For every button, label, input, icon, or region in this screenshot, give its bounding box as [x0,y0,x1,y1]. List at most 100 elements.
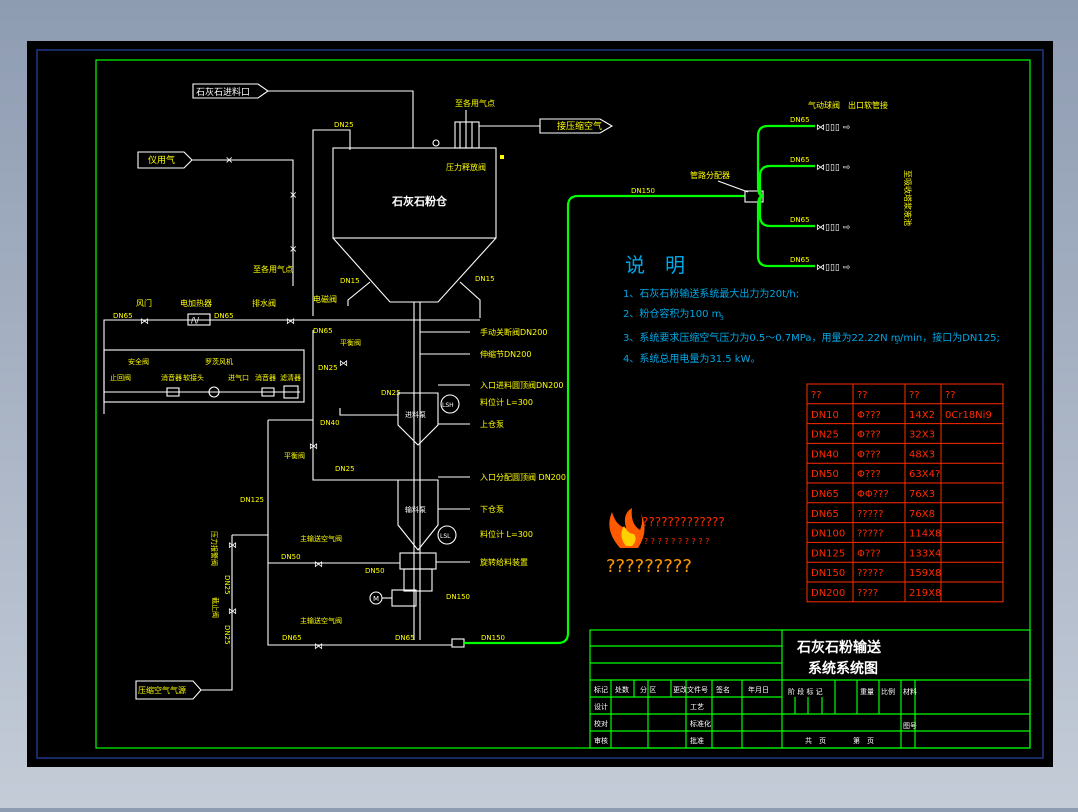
table-cell: 133X4 [909,548,941,559]
table-cell: DN100 [811,529,845,540]
svg-text:⋈: ⋈ [314,642,323,652]
lower-tank [397,479,439,551]
expansion-joint-label: 伸缩节DN200 [480,349,531,359]
tb-label: 分 区 [640,685,656,694]
stop-valve-label: 截止阀 [211,597,220,618]
table-cell: 48X3 [909,449,935,460]
upper-tank-inner-label: 进料泵 [405,410,426,419]
pressure-alarm-label: 压力报警阀 [210,531,219,566]
to-absorber-label: 至吸收塔浆液池 [903,170,913,226]
note-sup: 3 [720,315,724,322]
table-header-cell: ?? [909,390,920,401]
pipe-label: DN15 [475,275,495,283]
svg-text:⋈: ⋈ [228,607,237,617]
table-cell: ???? [857,588,878,599]
air-for-use-tag [137,151,193,169]
table-cell: 63X4? [909,469,940,480]
pipe-label: DN65 [790,156,810,164]
tb-label: 校对 [594,719,608,728]
table-cell: DN65 [811,509,839,520]
lower-tank-label: 下仓泵 [480,504,504,514]
roots-blower-label: 罗茨风机 [205,357,233,366]
drawing-border [95,59,1031,749]
manual-valve-label: 手动关断阀DN200 [480,327,547,337]
branch-valves: ⋈▯▯▯ ⇨ ⋈▯▯▯ ⇨ ⋈▯▯▯ ⇨ ⋈▯▯▯ ⇨ [816,123,851,273]
drawing-title-line1: 石灰石粉输送 [796,639,882,656]
table-cell: 76X8 [909,509,935,520]
pipe-label: DN40 [320,419,340,427]
table-cell: 0Cr18Ni9 [945,410,992,421]
lsh-text: LSH [442,402,454,409]
svg-text:×: × [289,244,297,255]
pipe-label: DN65 [113,312,133,320]
balance-valve-label: 平衡阀 [340,338,361,347]
pipe-label: DN25 [334,121,354,129]
note-item: 4、系统总用电量为31.5 kW。 [623,352,761,365]
elec-valve-label: 电磁阀 [313,294,337,304]
check-valve-label: 止回阀 [110,373,131,382]
tb-label: 标记 [594,685,608,694]
silencer-label: 消音器 [161,373,182,382]
pipe-label: DN65 [214,312,234,320]
air-for-use-label: 仪用气 [148,154,175,166]
pipe-label: DN65 [790,216,810,224]
table-cell: ????? [857,529,884,540]
upper-tank-label: 上仓泵 [480,419,504,429]
company-logo [609,508,645,548]
table-cell: Φ??? [857,469,881,480]
tb-label: 工艺 [690,703,704,711]
muffler-label: 消音器 [255,373,276,382]
safety-valve-label: 安全阀 [128,357,149,366]
silo-body [332,147,497,239]
tb-label: 更改文件号 [673,685,708,694]
pipe-label: DN150 [481,634,505,642]
svg-text:⋈: ⋈ [286,317,295,327]
compressed-source-tag [135,680,202,700]
pipe-label: DN65 [282,634,302,642]
notes-title: 说 明 [625,253,685,277]
table-cell: DN200 [811,588,845,599]
lsh-instrument [440,394,460,414]
table-cell: DN65 [811,489,839,500]
table-cell: DN50 [811,469,839,480]
tb-label: 阶 段 标 记 [788,687,823,696]
table-cell: Φ??? [857,449,881,460]
silo-label: 石灰石粉仓 [391,194,448,208]
pipe-label: DN125 [240,496,264,504]
title-block [589,629,1031,749]
lsl-instrument [437,525,457,545]
svg-text:⋈: ⋈ [309,442,318,452]
pressure-valve-label: 压力释放阀 [446,162,486,172]
tb-label: 共 页 [805,736,826,745]
inlet-label: 石灰石进料口 [196,86,250,98]
table-cell: DN125 [811,548,845,559]
table-cell: 14X2 [909,410,935,421]
pipe-label: DN15 [340,277,360,285]
upper-tank [397,392,439,446]
tb-label: 第 页 [853,736,874,745]
table-cell: Φ??? [857,410,881,421]
svg-text:⋈▯▯▯ ⇨: ⋈▯▯▯ ⇨ [816,123,851,133]
conveying-pipe [464,194,745,645]
tb-label: 签名 [716,685,730,694]
svg-text:⋈: ⋈ [339,359,348,369]
muffler-inlet-label: 进气口 [228,373,249,382]
table-header-cell: ?? [811,390,822,401]
note-item-tail: /min，接口为DN125; [900,331,1000,344]
logo-text-line2: ? ? ? ? ? ? ? ? ? ? [644,537,709,546]
tb-label: 图号 [903,722,917,730]
pipe-label: DN25 [223,575,231,595]
inlet-dome-label: 入口进料圆顶阀DN200 [480,380,563,390]
svg-text:⋈▯▯▯ ⇨: ⋈▯▯▯ ⇨ [816,223,851,233]
table-cell: DN40 [811,449,839,460]
drawing-title-line2: 系统系统图 [808,660,878,677]
inlet-tag [192,83,269,99]
pipe-label: DN150 [446,593,470,601]
svg-text:⋈▯▯▯ ⇨: ⋈▯▯▯ ⇨ [816,163,851,173]
filter-label: 滤清器 [280,373,301,382]
table-header-cell: ?? [857,390,868,401]
table-cell: ????? [857,568,884,579]
